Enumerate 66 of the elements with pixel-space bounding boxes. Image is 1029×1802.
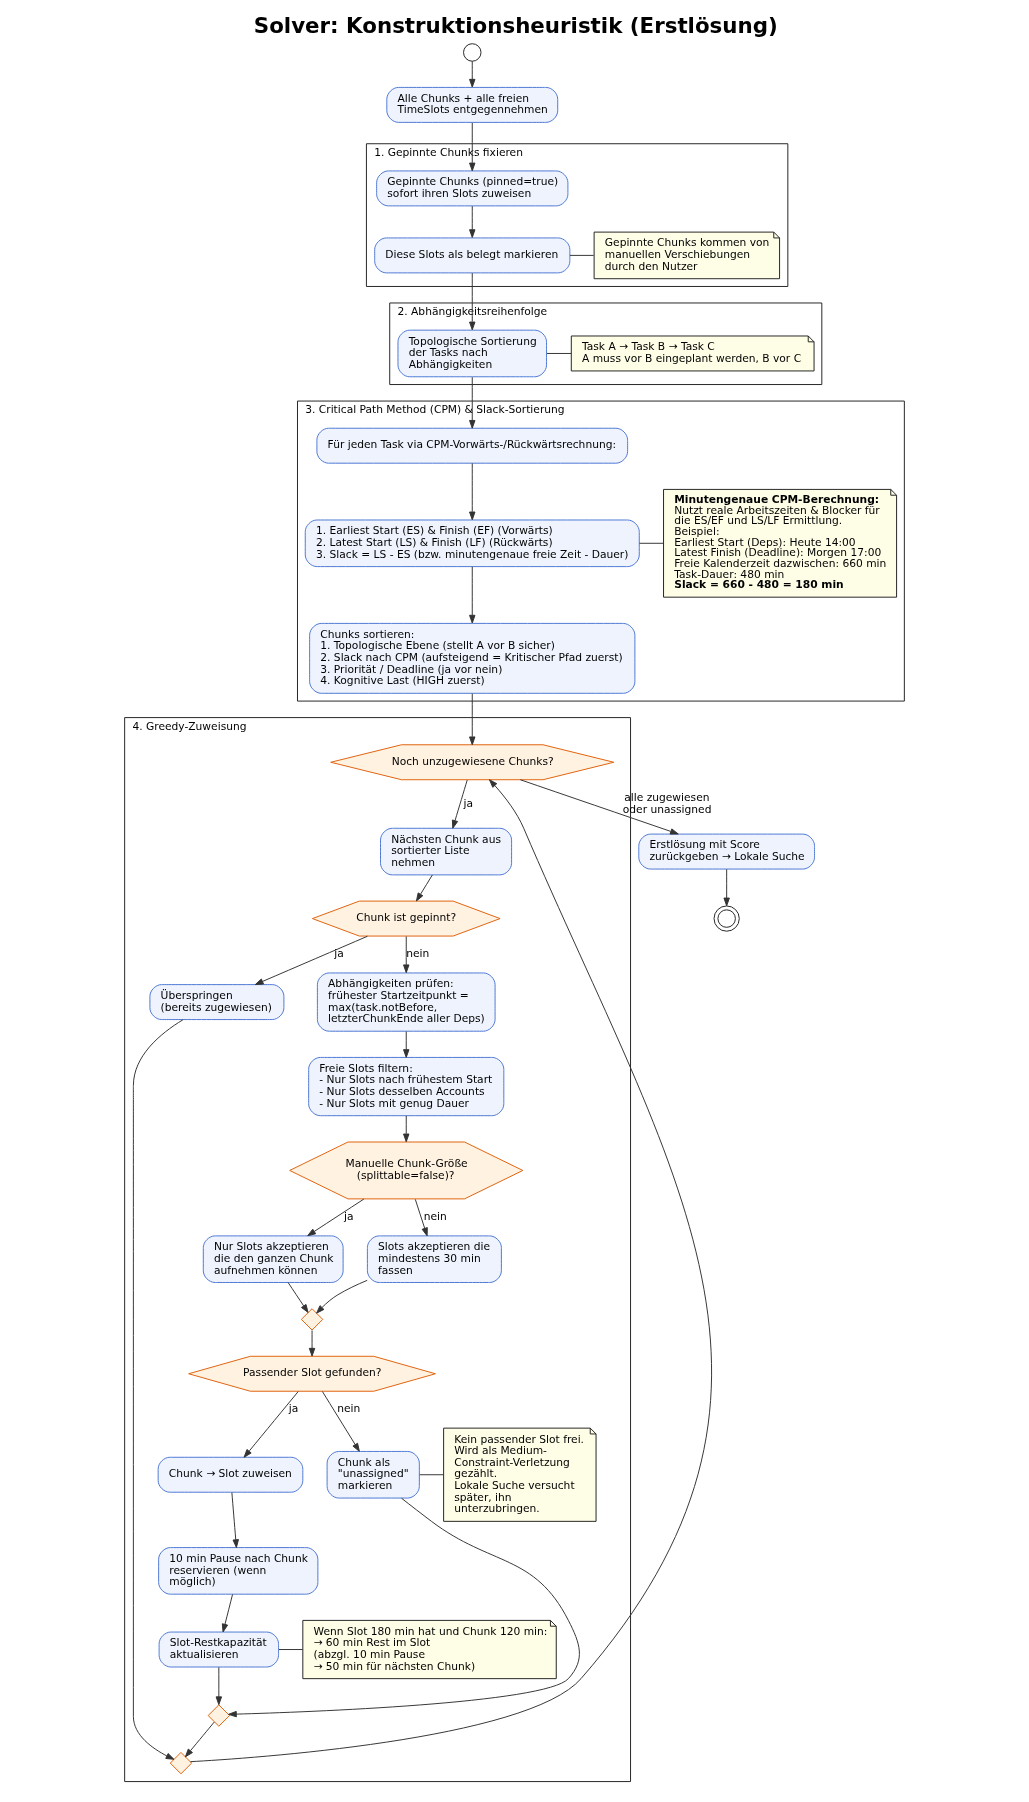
node-box: Alle Chunks + alle freien TimeSlots entgegennehmen	[386, 86, 559, 123]
node-circle	[463, 43, 482, 62]
arrow	[469, 462, 476, 521]
connector	[419, 1474, 444, 1476]
node-circle	[713, 905, 740, 932]
arrow	[469, 60, 476, 88]
arrow	[308, 1330, 316, 1357]
arrow	[451, 779, 468, 829]
arrow	[519, 779, 679, 835]
node-box: Slot-Restkapazität aktualisieren	[158, 1631, 280, 1668]
arrow	[469, 122, 476, 172]
arrow	[403, 1115, 410, 1143]
arrow	[723, 868, 730, 907]
arrow	[469, 376, 476, 429]
arrow	[469, 693, 476, 746]
arrow	[469, 272, 476, 331]
arrow	[316, 1279, 368, 1314]
node-box: Nächsten Chunk aus sortierter Liste nehmen	[380, 827, 513, 876]
arrow	[415, 874, 433, 902]
node-box: Abhängigkeiten prüfen: frühester Startzeitpunkt = max(task.notBefore, letzterChunkEnde aller Deps)	[316, 972, 496, 1032]
edge-label: ja	[288, 1402, 299, 1416]
node-diamond	[169, 1751, 193, 1775]
connector	[546, 353, 572, 354]
arrow	[184, 1721, 215, 1758]
node-box: Chunks sortieren: 1. Topologische Ebene (stellt A vor B sicher) 2. Slack nach CPM (aufsteigend = Kritischer Pfad zuerst) 3. Priorität / Deadline (ja vor nein) 4. Kognitive Last (HIGH zuerst)	[309, 622, 636, 694]
connector	[569, 254, 595, 256]
connector	[638, 542, 664, 544]
arrow	[307, 1198, 365, 1237]
node-box: Nur Slots akzeptieren die den ganzen Chunk aufnehmen können	[202, 1235, 344, 1283]
node-box: Erstlösung mit Score zurückgeben → Lokale Suche	[638, 833, 815, 870]
arrow	[469, 205, 476, 238]
node-box: Gepinnte Chunks (pinned=true) sofort ihren Slots zuweisen	[376, 170, 569, 207]
arrow	[469, 566, 476, 624]
node-box: Diese Slots als belegt markieren	[374, 237, 571, 274]
edge-label: nein	[337, 1402, 361, 1416]
diagram-title: Solver: Konstruktionsheuristik (Erstlösung)	[253, 12, 778, 38]
node-box: Für jeden Task via CPM-Vorwärts-/Rückwärtsrechnung:	[316, 427, 629, 464]
node-diamond	[300, 1308, 324, 1331]
arrow	[221, 1593, 234, 1633]
edge-label: nein	[423, 1210, 447, 1224]
node-box: Freie Slots filtern: - Nur Slots nach frühestem Start - Nur Slots desselben Accounts - Nur Slots mit genug Dauer	[308, 1056, 505, 1117]
node-box: Topologische Sortierung der Tasks nach Abhängigkeiten	[397, 329, 548, 378]
arrow	[243, 1391, 299, 1458]
node-diamond	[207, 1704, 230, 1727]
arrow	[254, 935, 368, 986]
edge-label: ja	[463, 796, 474, 810]
arrow	[132, 1019, 184, 1760]
node-box: Chunk als "unassigned" markieren	[326, 1450, 420, 1499]
edge-label: ja	[334, 947, 344, 961]
node-box: Slots akzeptieren die mindestens 30 min fassen	[366, 1235, 502, 1283]
node-box: Überspringen (bereits zugewiesen)	[149, 984, 285, 1021]
arrow	[287, 1282, 309, 1313]
node-box: Chunk → Slot zuweisen	[157, 1456, 304, 1493]
arrow	[228, 1497, 580, 1718]
edge-label: ja	[344, 1210, 354, 1224]
arrow	[231, 1492, 239, 1549]
node-box: 10 min Pause nach Chunk reservieren (wenn möglich)	[158, 1547, 319, 1595]
connector	[278, 1649, 304, 1650]
node-box: 1. Earliest Start (ES) & Finish (EF) (Vorwärts) 2. Latest Start (LS) & Finish (LF) (Rückwärts) 3. Slack = LS - ES (bzw. minutengenaue freie Zeit - Dauer)	[304, 519, 640, 568]
arrow	[403, 935, 410, 974]
arrow	[403, 1030, 410, 1058]
arrow	[215, 1666, 223, 1706]
arrow	[321, 1391, 360, 1452]
edge-label: nein	[406, 947, 430, 961]
arrow	[414, 1198, 428, 1237]
arrow	[190, 779, 712, 1763]
